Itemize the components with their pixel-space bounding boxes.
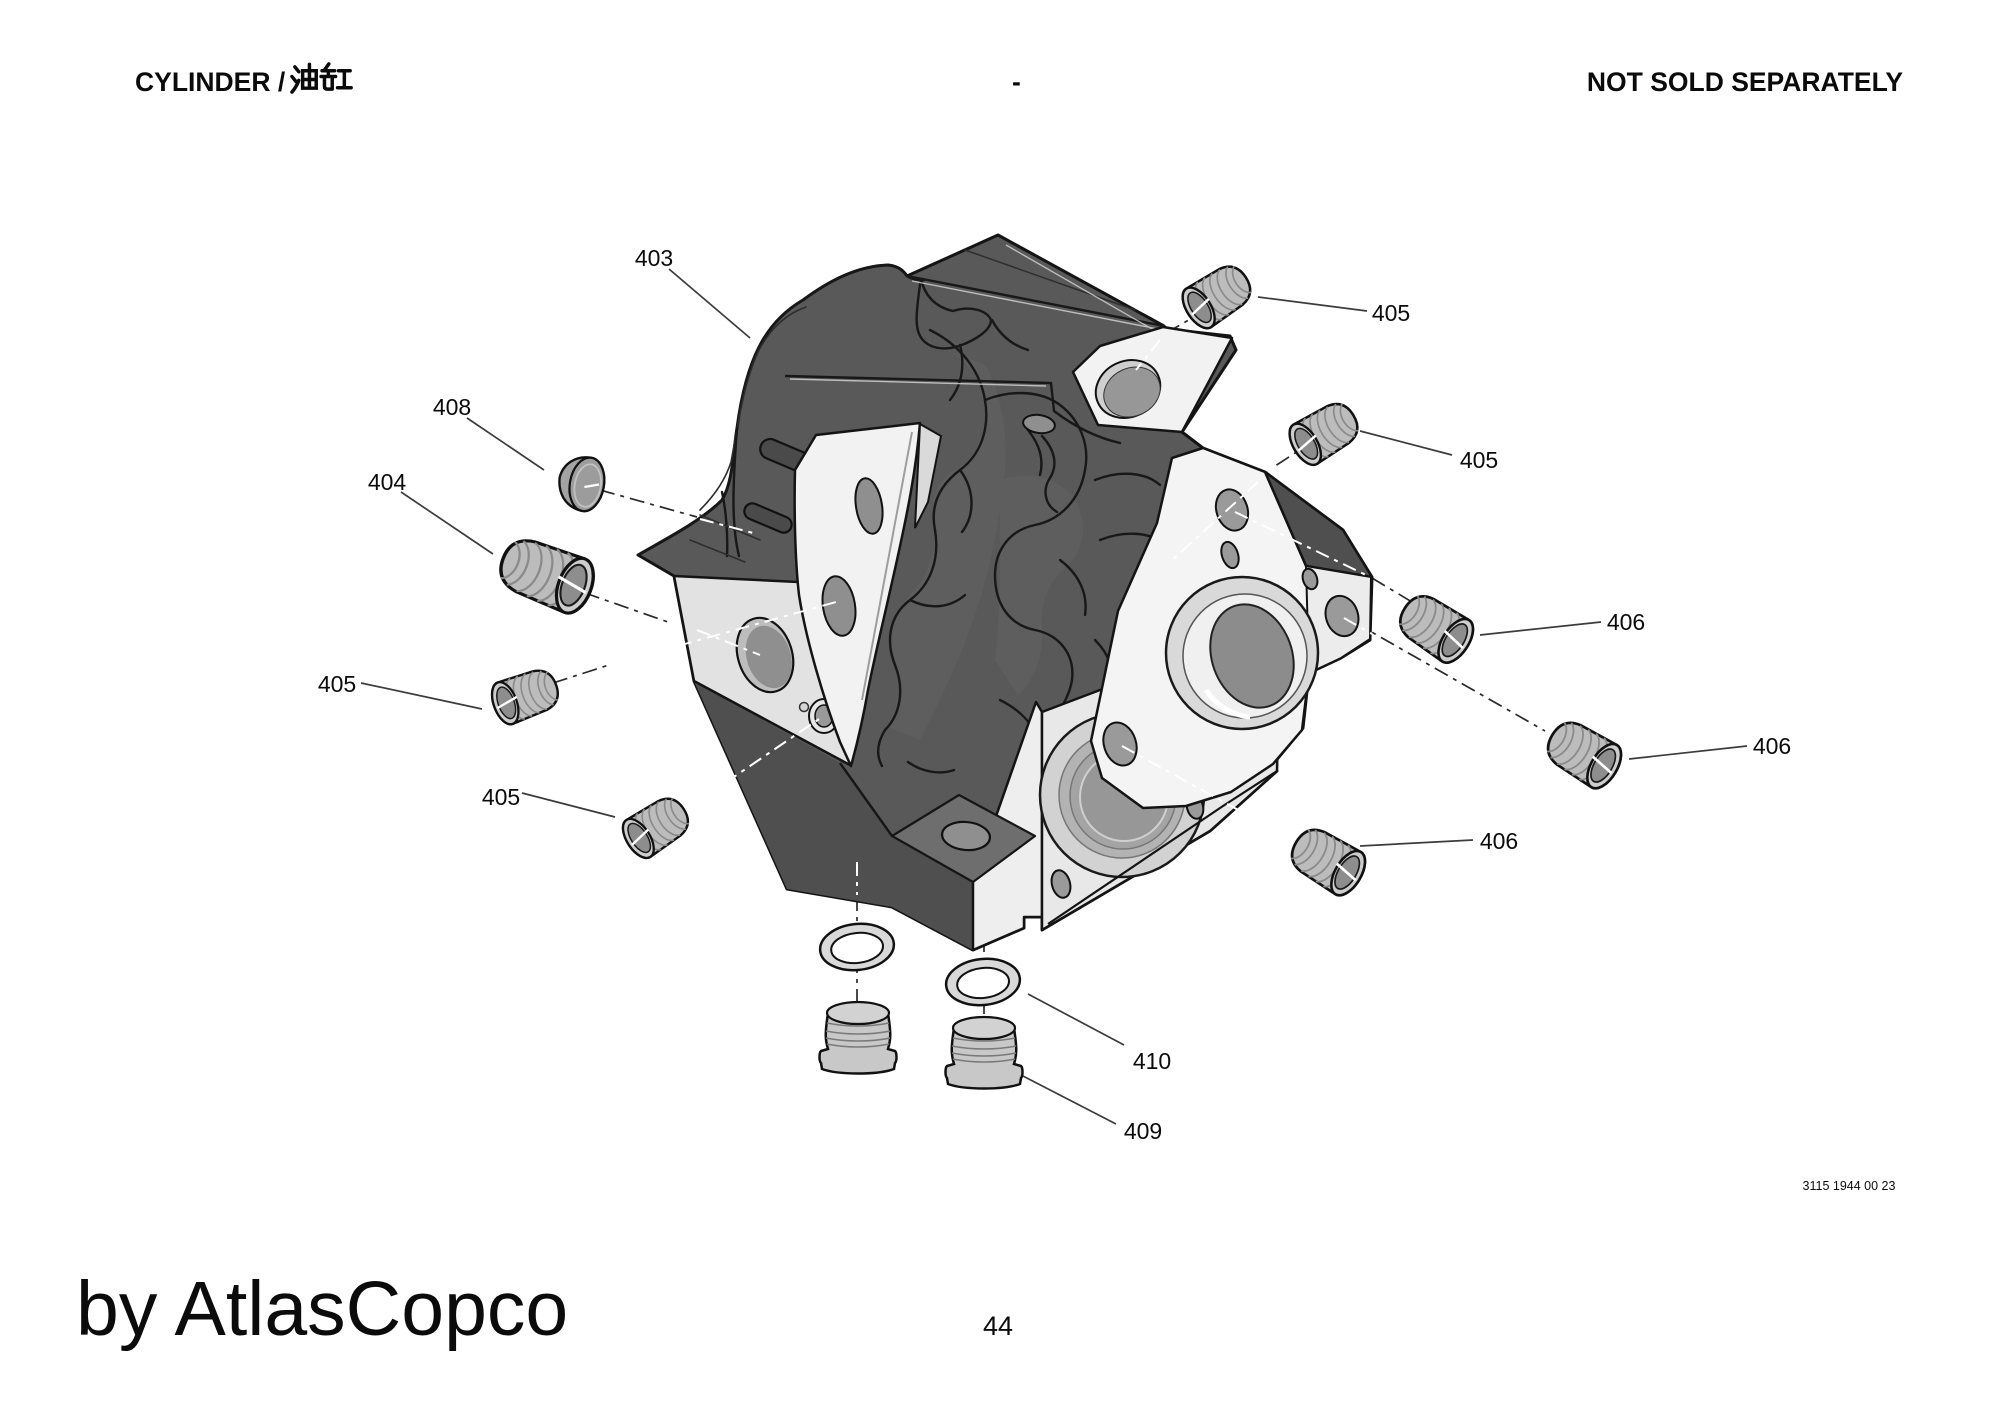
svg-text:408: 408 [433,394,471,420]
svg-text:406: 406 [1480,828,1518,854]
svg-text:405: 405 [1372,300,1410,326]
svg-text:405: 405 [1460,447,1498,473]
svg-text:403: 403 [635,245,673,271]
svg-text:404: 404 [368,469,407,495]
svg-text:406: 406 [1607,609,1645,635]
svg-text:by AtlasCopco: by AtlasCopco [76,1266,568,1352]
svg-text:410: 410 [1133,1048,1171,1074]
svg-text:-: - [1012,67,1021,97]
svg-text:3115 1944 00 23: 3115 1944 00 23 [1803,1179,1896,1193]
svg-text:NOT SOLD SEPARATELY: NOT SOLD SEPARATELY [1587,67,1903,97]
svg-text:CYLINDER /: CYLINDER / [135,67,286,97]
svg-text:44: 44 [983,1311,1013,1341]
svg-text:405: 405 [482,784,520,810]
svg-text:409: 409 [1124,1118,1162,1144]
svg-text:405: 405 [318,671,356,697]
svg-text:406: 406 [1753,733,1791,759]
